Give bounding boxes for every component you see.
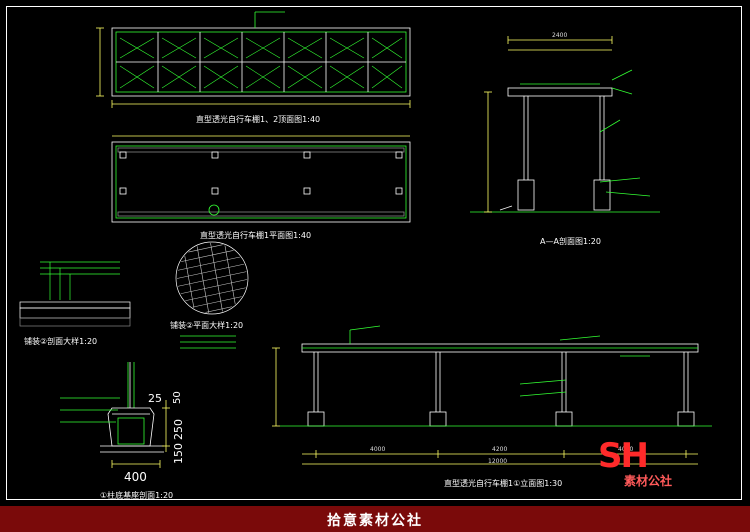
footing-top-dim: 25 bbox=[148, 392, 162, 405]
footing-base-dim: 150 bbox=[172, 443, 185, 464]
footing-mid-dim: 250 bbox=[172, 419, 185, 440]
roof-plan-drawing bbox=[96, 11, 411, 108]
drawing-border bbox=[6, 6, 742, 500]
footer-banner: 拾意素材公社 bbox=[0, 506, 750, 532]
paving-plan-title: 铺装②平面大样1:20 bbox=[170, 321, 244, 330]
elevation-span-2: 4200 bbox=[492, 446, 508, 453]
footing-section-drawing bbox=[60, 362, 170, 468]
paving-section-drawing bbox=[19, 261, 131, 327]
footer-banner-text: 拾意素材公社 bbox=[327, 513, 423, 529]
elevation-span-1: 4000 bbox=[370, 446, 386, 453]
floor-plan-drawing bbox=[111, 135, 411, 223]
roof-plan-title: 直型透光自行车棚1、2顶面图1:40 bbox=[196, 115, 321, 124]
elevation-total: 12000 bbox=[488, 458, 508, 465]
section-aa-drawing bbox=[470, 36, 660, 213]
elevation-title: 直型透光自行车棚1①立面图1:30 bbox=[444, 479, 563, 488]
watermark-logo: SH bbox=[598, 436, 649, 476]
footing-upper-dim: 50 bbox=[172, 391, 183, 404]
paving-plan-drawing bbox=[175, 241, 249, 349]
drawing-linework bbox=[19, 11, 712, 468]
paving-section-title: 铺装②剖面大样1:20 bbox=[24, 337, 98, 346]
floor-plan-title: 直型透光自行车棚1平面图1:40 bbox=[200, 231, 312, 240]
section-width-dim: 2400 bbox=[552, 32, 568, 39]
elevation-drawing bbox=[272, 325, 712, 465]
footing-width-dim: 400 bbox=[124, 470, 147, 484]
footing-title: ①柱底基座剖面1:20 bbox=[100, 491, 174, 500]
watermark-logo-sub: 素材公社 bbox=[624, 474, 673, 488]
elevation-span-3: 4000 bbox=[618, 446, 634, 453]
section-aa-title: A—A剖面图1:20 bbox=[540, 237, 601, 246]
